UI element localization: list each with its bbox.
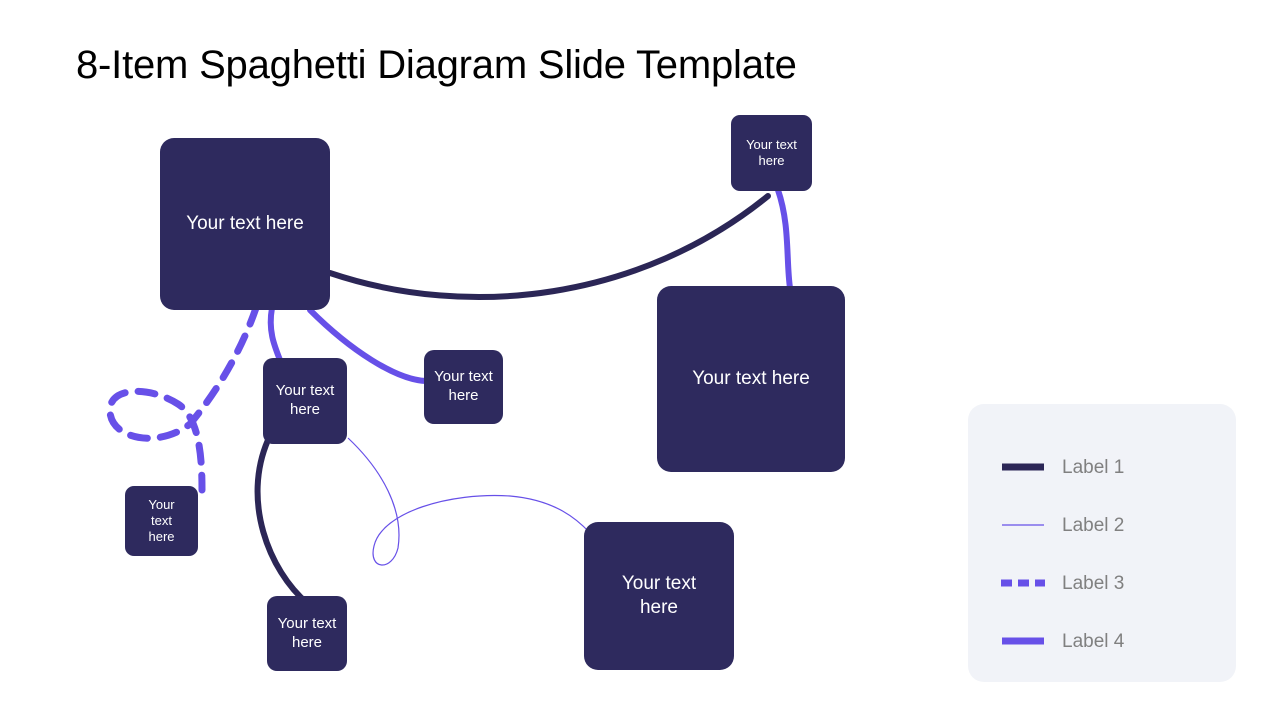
node-label: Your text here <box>434 368 493 404</box>
legend-label: Label 1 <box>1062 456 1125 478</box>
node-bottom-right-large[interactable]: Your text here <box>584 522 734 670</box>
node-bottom-left-medium[interactable]: Your text here <box>267 596 347 671</box>
legend-swatch-thick-dashed-icon <box>1000 576 1046 590</box>
legend-swatch-thick-purple-icon <box>1000 634 1046 648</box>
node-label: Your text here <box>277 614 337 651</box>
connector-purple-topright-to-rightlarge <box>775 187 793 291</box>
connector-dark-topleft-to-topright <box>327 193 771 300</box>
legend-swatch-thin-solid-icon <box>1000 518 1046 532</box>
node-label: Your text here <box>148 496 175 545</box>
legend-swatch-thick-solid-icon <box>1000 460 1046 474</box>
connector-dashed-topleft-to-leftsmall <box>106 304 260 494</box>
node-label: Your text here <box>692 368 810 390</box>
connector-purple-topleft-to-centerright <box>307 307 429 384</box>
connector-purple-topleft-to-centerleft <box>267 305 283 363</box>
page-title: 8-Item Spaghetti Diagram Slide Template <box>76 43 797 87</box>
node-label: Your text here <box>275 382 335 418</box>
legend-item-2[interactable]: Label 2 <box>968 496 1236 554</box>
legend-item-1[interactable]: Label 1 <box>968 438 1236 496</box>
connector-dark-center-to-bottomleft <box>254 437 311 607</box>
connector-thin-center-to-bottomright <box>347 437 591 566</box>
node-label: Your text here <box>621 573 697 618</box>
legend-label: Label 2 <box>1062 514 1125 536</box>
legend-item-4[interactable]: Label 4 <box>968 612 1236 670</box>
node-left-small[interactable]: Your text here <box>125 486 198 556</box>
legend-label: Label 4 <box>1062 630 1125 652</box>
legend-panel: Label 1 Label 2 Label 3 <box>968 404 1236 682</box>
legend-item-3[interactable]: Label 3 <box>968 554 1236 612</box>
node-top-right-small[interactable]: Your text here <box>731 115 812 191</box>
node-center-medium[interactable]: Your text here <box>424 350 503 424</box>
node-top-left-large[interactable]: Your text here <box>160 138 330 310</box>
node-label: Your text here <box>746 136 797 168</box>
node-center-left-medium[interactable]: Your text here <box>263 358 347 444</box>
legend-label: Label 3 <box>1062 572 1125 594</box>
node-label: Your text here <box>186 213 304 235</box>
node-right-large[interactable]: Your text here <box>657 286 845 472</box>
